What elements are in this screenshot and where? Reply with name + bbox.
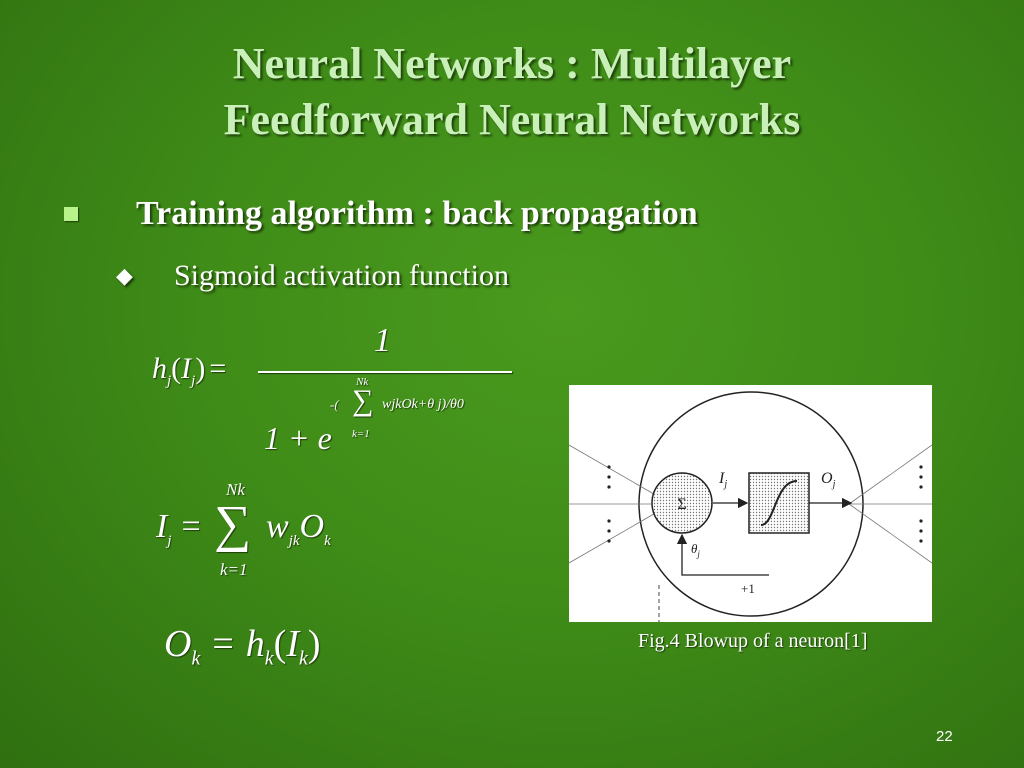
- eq2-I-sub: j: [167, 532, 172, 549]
- eq1-exp-prefix: -(: [330, 397, 339, 412]
- eq1-h-sub: j: [167, 373, 172, 389]
- equation-output: Ok=hk(Ik): [164, 622, 321, 671]
- eq1-denominator-base: 1 + e: [264, 420, 332, 456]
- eq3-h: h: [245, 623, 265, 665]
- eq3-equals: =: [212, 623, 234, 665]
- eq1-exp-body: wjkOk+θ j)/θ0: [382, 397, 464, 412]
- neuron-diagram: Σ Ij Oj θj +1: [568, 391, 933, 622]
- diamond-bullet-icon: ◆: [116, 263, 133, 288]
- sum-symbol: Σ: [677, 496, 686, 513]
- title-line-1: Neural Networks : Multilayer: [232, 39, 792, 88]
- eq2-sum-top: Nk: [226, 480, 245, 499]
- eq2-rhs: wjkOk: [266, 508, 331, 550]
- activation-function-box: [748, 472, 810, 534]
- eq1-I: I: [181, 352, 192, 385]
- eq2-w: w: [266, 508, 289, 545]
- eq2-w-sub: jk: [288, 532, 300, 549]
- title-line-2: Feedforward Neural Networks: [223, 95, 801, 144]
- eq2-O: O: [299, 508, 325, 545]
- eq1-h: h: [152, 352, 167, 385]
- eq1-close-paren: ): [195, 352, 206, 385]
- summation-node-circle: [651, 472, 713, 534]
- eq2-O-sub: k: [324, 532, 331, 549]
- eq2-lhs: Ij =: [156, 508, 201, 550]
- eq2-sum-sign: ∑: [214, 496, 252, 553]
- eq1-exp-sum-sign: ∑: [352, 384, 374, 417]
- bullet-level-1: Training algorithm : back propagation: [62, 192, 962, 236]
- eq2-equals: =: [181, 508, 201, 545]
- eq1-exp-sum-bottom: k=1: [352, 428, 370, 440]
- bullet-level-2: ◆ Sigmoid activation function: [116, 256, 816, 296]
- eq1-lhs: hj(Ij)=: [152, 352, 226, 390]
- eq3-I: I: [286, 623, 299, 665]
- outgoing-connections: [848, 444, 933, 564]
- figure-caption: Fig.4 Blowup of a neuron[1]: [638, 630, 868, 652]
- eq3-O-sub: k: [191, 647, 201, 670]
- eq3-h-sub: k: [264, 647, 274, 670]
- ellipsis-dots: [607, 465, 923, 543]
- neuron-blowup-figure: Σ Ij Oj θj +1: [568, 385, 933, 622]
- theta-label: θj: [691, 541, 700, 559]
- eq3-close-paren: ): [307, 623, 321, 665]
- eq2-sum-bottom: k=1: [220, 560, 248, 579]
- sigmoid-curve-icon: [760, 480, 798, 526]
- page-number: 22: [936, 728, 953, 745]
- eq1-equals: =: [209, 352, 227, 385]
- eq1-exp-sum-top: Nk: [356, 376, 369, 388]
- eq1-open-paren: (: [171, 352, 182, 385]
- eq3-I-sub: k: [298, 647, 308, 670]
- bias-plus-one-label: +1: [741, 581, 755, 596]
- bullet-level-2-text: Sigmoid activation function: [174, 259, 509, 292]
- square-bullet-icon: [64, 207, 78, 221]
- eq3-O: O: [164, 623, 192, 665]
- eq2-I: I: [156, 508, 168, 545]
- input-label: Ij: [718, 470, 727, 490]
- slide-title: Neural Networks : Multilayer Feedforward…: [0, 36, 1024, 148]
- eq1-numerator: 1: [374, 322, 391, 359]
- incoming-connections: [568, 444, 660, 564]
- bias-arrow: [676, 533, 769, 576]
- eq1-I-sub: j: [191, 373, 196, 389]
- output-label: Oj: [821, 470, 836, 490]
- eq3-open-paren: (: [273, 623, 287, 665]
- eq1-fraction-bar: [258, 371, 512, 373]
- bullet-level-1-text: Training algorithm : back propagation: [136, 195, 698, 232]
